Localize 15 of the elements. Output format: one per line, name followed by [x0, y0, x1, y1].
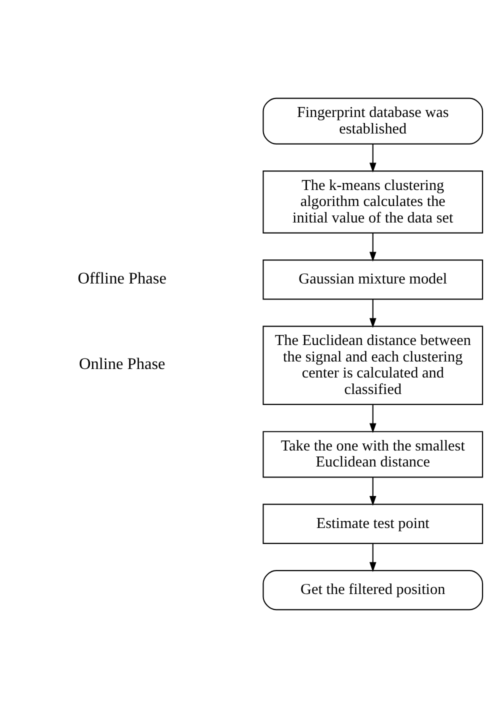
- node-box: Estimate test point: [262, 504, 484, 544]
- arrow: [369, 144, 376, 173]
- label: Offline Phase: [78, 268, 166, 288]
- arrow: [369, 478, 376, 506]
- node-box: The k-means clustering algorithm calculates the initial value of the data set: [262, 170, 484, 234]
- node-box: Take the one with the smallest Euclidean distance: [262, 431, 484, 478]
- node-box: Fingerprint database was established: [262, 98, 484, 144]
- arrow: [369, 233, 376, 262]
- node-box: Gaussian mixture model: [262, 260, 484, 300]
- node-box: The Euclidean distance between the signal and each clustering center is calculated and classified: [262, 326, 484, 406]
- arrow: [369, 299, 376, 328]
- label: Online Phase: [78, 354, 166, 374]
- arrow: [369, 404, 376, 434]
- arrow: [369, 544, 376, 572]
- node-box: Get the filtered position: [262, 570, 484, 610]
